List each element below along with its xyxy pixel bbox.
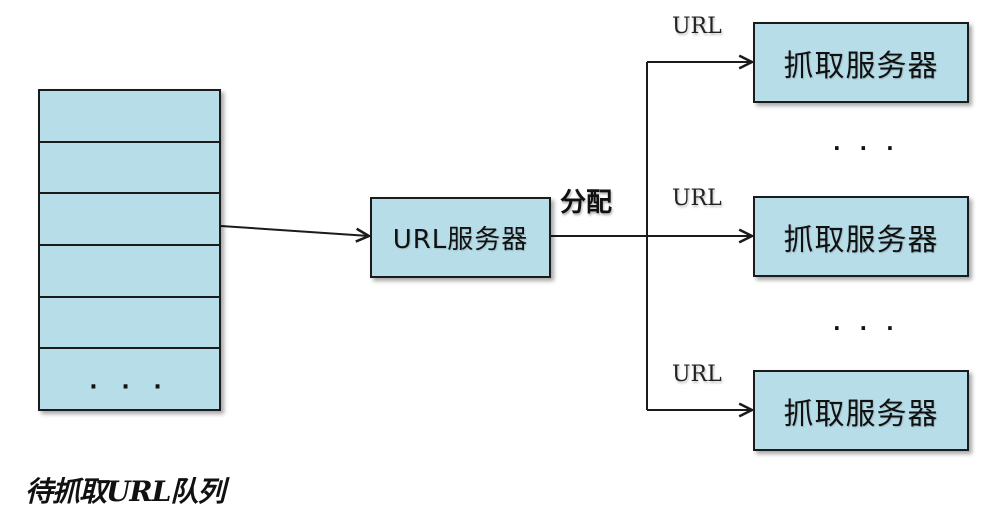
edge-label-url-1: URL	[672, 14, 722, 39]
crawl-servers-ellipsis-1: · · ·	[833, 136, 900, 160]
crawl-server-label: 抓取服务器	[783, 48, 939, 84]
url-server-node: URL服务器	[370, 197, 551, 278]
edge-label-url-3: URL	[672, 362, 722, 387]
queue-cell	[40, 91, 219, 143]
queue-cell	[40, 143, 219, 195]
crawl-server-label: 抓取服务器	[783, 222, 939, 258]
crawl-server-label: 抓取服务器	[783, 396, 939, 432]
crawl-server-node-1: 抓取服务器	[753, 22, 969, 103]
edge-label-url-2: URL	[672, 186, 722, 211]
crawl-server-node-3: 抓取服务器	[753, 370, 969, 451]
queue-cell	[40, 194, 219, 247]
queue-caption: 待抓取URL队列	[25, 475, 225, 508]
dispatch-label: 分配	[560, 188, 613, 218]
crawl-server-node-2: 抓取服务器	[753, 196, 969, 277]
queue-ellipsis: · · ·	[89, 375, 170, 401]
queue-cell	[40, 246, 219, 298]
url-server-label: URL服务器	[392, 225, 529, 255]
queue-cell-more: · · ·	[40, 349, 219, 409]
crawl-servers-ellipsis-2: · · ·	[833, 316, 900, 340]
queue-cell	[40, 298, 219, 350]
url-queue: · · ·	[38, 89, 221, 411]
queue-to-url-server-arrow	[220, 225, 369, 236]
